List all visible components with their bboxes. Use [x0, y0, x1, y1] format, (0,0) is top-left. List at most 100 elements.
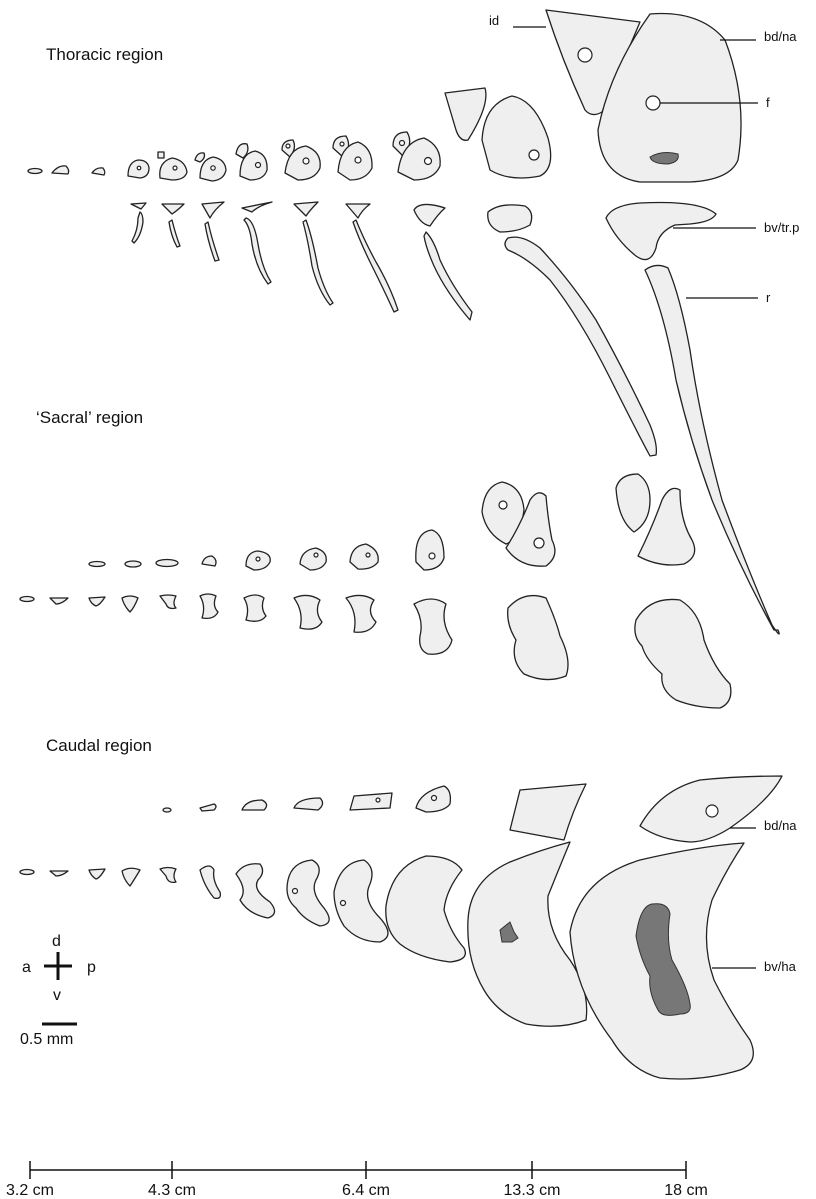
sacral-ventral-element	[122, 596, 138, 612]
sacral-foramen	[256, 557, 260, 561]
thoracic-region-title: Thoracic region	[46, 45, 163, 64]
thoracic-dorsal-element	[158, 152, 164, 158]
basiventral-transverse-process	[606, 202, 716, 259]
basiventral-element	[131, 203, 146, 209]
thoracic-foramen	[211, 166, 215, 170]
sacral-ventral-element	[20, 597, 34, 602]
thoracic-foramen	[400, 141, 405, 146]
caudal-ventral-element	[20, 870, 34, 875]
thoracic-foramen	[340, 142, 344, 146]
rib-element	[205, 222, 219, 261]
sacral-ventral-element	[414, 599, 452, 654]
rib-element	[132, 212, 143, 243]
sacral-dorsal-element	[300, 548, 326, 570]
rib-element	[505, 237, 656, 456]
thoracic-foramen	[286, 144, 290, 148]
thoracic-foramen	[303, 158, 309, 164]
caudal-foramen	[293, 889, 298, 894]
rib-element	[244, 218, 271, 284]
caudal-foramen	[432, 796, 437, 801]
foramen	[646, 96, 660, 110]
sacral-dorsal-element	[350, 544, 378, 569]
sacral-ventral-element	[89, 597, 105, 606]
basiventral-element	[346, 204, 370, 218]
thoracic-dorsal-elements	[28, 10, 741, 182]
basiventral-element	[162, 204, 184, 214]
thoracic-foramen	[256, 163, 261, 168]
caudal-dorsal-element	[163, 808, 171, 812]
rib	[645, 265, 779, 634]
size-axis-tick-label: 3.2 cm	[6, 1182, 54, 1199]
caudal-dorsal-element	[510, 784, 586, 840]
sacral-ventral-element	[160, 595, 176, 609]
sacral-foramen	[534, 538, 544, 548]
sacral-ventral-elements	[20, 594, 731, 708]
caudal-region-title: Caudal region	[46, 736, 152, 755]
sacral-region-title: ‘Sacral’ region	[36, 408, 143, 427]
caudal-dorsal-element	[242, 800, 267, 810]
sacral-ventral-element	[508, 596, 568, 680]
caudal-ventral-element	[200, 866, 220, 898]
compass-dorsal: d	[52, 933, 61, 950]
thoracic-foramen	[529, 150, 539, 160]
sacral-foramen	[366, 553, 370, 557]
label-bv-ha: bv/ha	[764, 959, 797, 974]
size-axis: 3.2 cm 4.3 cm 6.4 cm 13.3 cm 18 cm	[6, 1161, 708, 1199]
caudal-foramen	[706, 805, 718, 817]
sacral-foramen	[314, 553, 318, 557]
sacral-ventral-element	[635, 599, 731, 708]
sacral-dorsal-element	[89, 562, 105, 567]
scale-bar-label: 0.5 mm	[20, 1031, 73, 1048]
thoracic-dorsal-element	[195, 153, 205, 162]
label-id: id	[489, 13, 499, 28]
thoracic-foramen	[578, 48, 592, 62]
sacral-ventral-element	[50, 598, 68, 604]
rib-element	[303, 220, 333, 305]
sacral-dorsal-element	[416, 530, 444, 570]
size-axis-tick-label: 6.4 cm	[342, 1182, 390, 1199]
caudal-dorsal-element	[350, 793, 392, 810]
caudal-dorsal-element	[200, 804, 216, 811]
caudal-ventral-element	[160, 868, 176, 883]
basiventral-element	[202, 202, 224, 218]
caudal-ventral-element	[50, 871, 68, 876]
compass-ventral: v	[53, 987, 61, 1004]
sacral-dorsal-element	[156, 560, 178, 567]
thoracic-foramen	[173, 166, 177, 170]
caudal-foramen	[341, 901, 346, 906]
thoracic-foramen	[355, 157, 361, 163]
size-axis-tick-label: 4.3 cm	[148, 1182, 196, 1199]
sacral-foramen	[429, 553, 435, 559]
thoracic-dorsal-element	[52, 166, 69, 174]
label-bd-na-top: bd/na	[764, 29, 797, 44]
sacral-dorsal-element	[125, 561, 141, 567]
basiventral-element	[294, 202, 318, 216]
label-r: r	[766, 290, 771, 305]
size-axis-tick-label: 18 cm	[664, 1182, 708, 1199]
basiventral-element	[242, 202, 272, 212]
label-f: f	[766, 95, 770, 110]
caudal-ventral-element	[122, 868, 140, 886]
caudal-ventral-element	[89, 869, 105, 879]
orientation-compass: d v a p	[22, 933, 96, 1004]
sacral-dorsal-element	[616, 474, 650, 532]
thoracic-dorsal-element	[92, 168, 105, 175]
label-bd-na-caudal: bd/na	[764, 818, 797, 833]
caudal-foramen	[376, 798, 380, 802]
thoracic-dorsal-element	[445, 88, 486, 140]
sacral-ventral-element	[244, 595, 266, 621]
caudal-ventral-element	[236, 864, 275, 918]
sacral-dorsal-element	[202, 556, 216, 566]
thoracic-foramen	[137, 166, 141, 170]
label-bv-trp: bv/tr.p	[764, 220, 799, 235]
thoracic-foramen	[425, 158, 432, 165]
compass-posterior: p	[87, 959, 96, 976]
rib-element	[169, 220, 180, 247]
basiventral-element	[488, 205, 532, 232]
caudal-ventral-element	[468, 842, 587, 1026]
sacral-ventral-element	[346, 595, 376, 632]
sacral-foramen	[499, 501, 507, 509]
rib-element	[424, 232, 472, 320]
thoracic-dorsal-element	[482, 96, 551, 178]
